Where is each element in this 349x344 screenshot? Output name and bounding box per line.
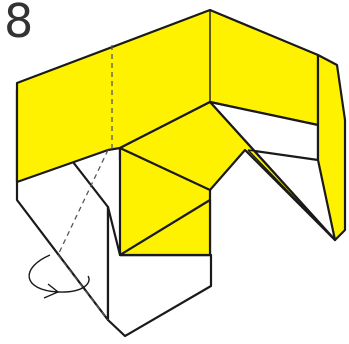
- right-yellow-wall: [318, 55, 345, 240]
